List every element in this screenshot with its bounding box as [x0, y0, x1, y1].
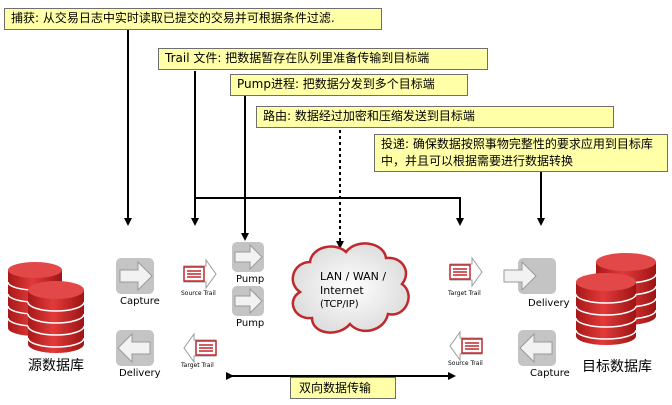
network-cloud-icon — [291, 242, 410, 334]
trail-callout: Trail 文件: 把数据暂存在队列里准备传输到目标端 — [158, 48, 488, 70]
target-trail-left-label: Target Trail — [181, 362, 214, 369]
target-trail-left-icon — [183, 332, 217, 364]
delivery-callout: 投递: 确保数据按照事物完整性的要求应用到目标库中，并且可以根据需要进行数据转换 — [374, 134, 668, 172]
capture-left-icon — [116, 258, 154, 294]
capture-right-icon — [518, 330, 556, 366]
capture-right-label: Capture — [530, 368, 570, 379]
target-database-icon — [575, 253, 657, 345]
capture-callout: 捕获: 从交易日志中实时读取已提交的交易并可根据条件过滤. — [4, 8, 382, 30]
target-trail-right-icon — [449, 256, 483, 288]
pump-1-label: Pump — [236, 274, 265, 285]
source-database-icon — [7, 262, 85, 353]
target-db-label: 目标数据库 — [582, 359, 652, 375]
source-db-label: 源数据库 — [28, 358, 84, 374]
callout-connectors — [124, 30, 545, 380]
pump-2-icon — [232, 286, 264, 316]
delivery-left-label: Delivery — [119, 368, 161, 379]
capture-left-label: Capture — [120, 296, 160, 307]
pump-1-icon — [232, 242, 264, 272]
delivery-right-icon — [503, 258, 556, 294]
source-trail-right-label: Source Trail — [448, 360, 483, 367]
cloud-line-1: LAN / WAN / — [320, 270, 387, 283]
source-trail-label: Source Trail — [181, 290, 216, 297]
delivery-left-icon — [116, 330, 154, 366]
cloud-line-2: Internet — [320, 284, 364, 297]
pump-callout: Pump进程: 把数据分发到多个目标端 — [230, 74, 468, 96]
source-trail-icon — [183, 258, 217, 290]
route-callout: 路由: 数据经过加密和压缩发送到目标端 — [256, 106, 614, 128]
target-trail-right-label: Target Trail — [448, 290, 481, 297]
pump-2-label: Pump — [236, 318, 265, 329]
trail-right-connector — [195, 197, 464, 226]
cloud-line-3: (TCP/IP) — [320, 299, 359, 310]
source-trail-right-icon — [449, 330, 483, 362]
bidirectional-label: 双向数据传输 — [290, 377, 396, 399]
delivery-right-label: Delivery — [528, 298, 570, 309]
